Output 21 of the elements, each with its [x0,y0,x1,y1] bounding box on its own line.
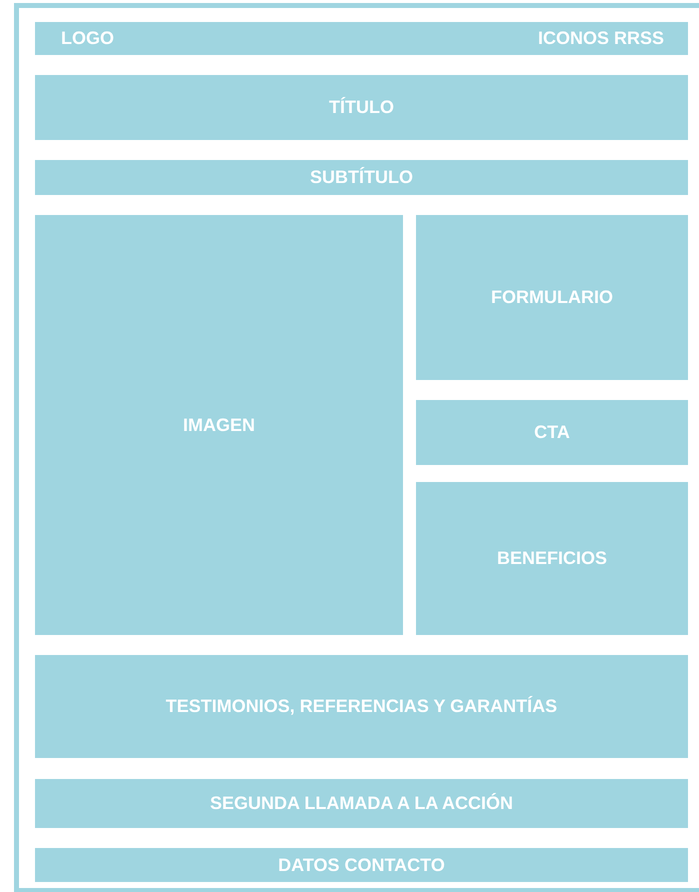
title-block [35,75,688,140]
block-label: SEGUNDA LLAMADA A LA ACCIÓN [210,793,513,814]
contact-block [35,848,688,882]
block-label: TÍTULO [329,97,394,118]
block-label: TESTIMONIOS, REFERENCIAS Y GARANTÍAS [166,696,558,717]
benefits-block [416,482,688,635]
block-label: IMAGEN [183,414,255,436]
block-label: FORMULARIO [491,287,613,308]
block-label: BENEFICIOS [496,548,607,569]
block-label: LOGO [61,28,114,49]
block-label: SUBTÍTULO [310,167,413,188]
block-label: DATOS CONTACTO [278,854,445,876]
form-block [416,215,688,380]
block-label: ICONOS RRSS [538,28,664,49]
cta-block [416,400,688,465]
second-cta-block [35,779,688,828]
subtitle-block [35,160,688,195]
testimonials-block [35,655,688,758]
block-label: CTA [534,422,570,443]
image-block [35,215,403,635]
header-bar [35,22,688,55]
